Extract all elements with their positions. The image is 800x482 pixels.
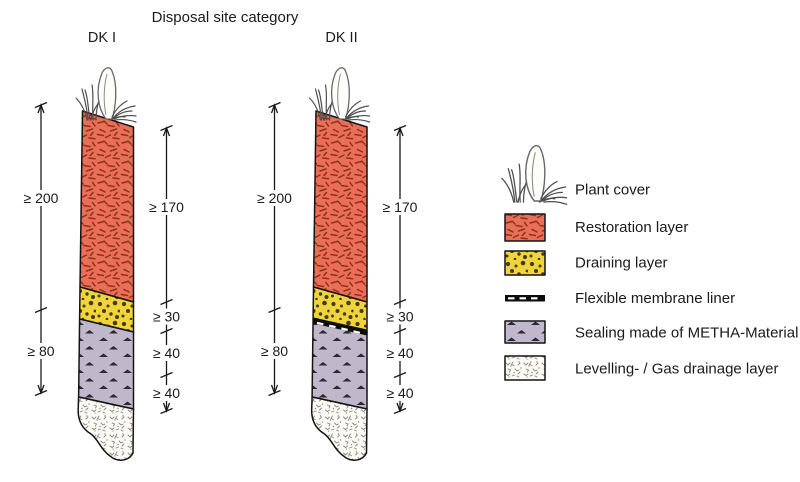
dim-label-bg: [255, 343, 294, 359]
legend-label: Restoration layer: [575, 219, 688, 236]
legend-row-restoration: Restoration layer: [504, 213, 688, 242]
dimension-label: ≥ 40: [153, 345, 180, 361]
column-dk1: DK I ≥ 200 ≥ 80 ≥ 170 ≥ 30: [18, 30, 190, 460]
dimension-label: ≥ 80: [261, 343, 288, 359]
dimension-label: ≥ 170: [149, 199, 184, 215]
legend-row-plant-cover: Plant cover: [501, 145, 650, 205]
column-dk2: DK II ≥ 200 ≥ 80 ≥ 170: [251, 30, 423, 460]
dimension-label: ≥ 40: [386, 385, 413, 401]
legend-row-membrane: Flexible membrane liner: [505, 290, 735, 307]
dimension-label: ≥ 80: [27, 343, 54, 359]
restoration-swatch: [504, 213, 546, 242]
legend-label: Sealing made of METHA-Material: [575, 325, 798, 342]
plant-cover-icon: [501, 145, 568, 205]
column-dk2-label: DK II: [325, 30, 357, 46]
legend-label: Draining layer: [575, 255, 668, 272]
dimension-label: ≥ 200: [257, 190, 292, 206]
dim-label-bg: [147, 345, 186, 361]
dim-label-bg: [22, 343, 60, 359]
dim-label-bg: [381, 345, 419, 361]
dim-label-bg: [147, 308, 186, 325]
dim-label-bg: [381, 308, 419, 325]
legend-label: Plant cover: [575, 182, 650, 199]
page-title: Disposal site category: [152, 9, 299, 26]
dimension-label: ≥ 40: [153, 385, 180, 401]
dimension-label: ≥ 200: [24, 190, 59, 206]
legend-label: Flexible membrane liner: [575, 290, 735, 307]
membrane-white-dashes: [316, 321, 365, 335]
legend: Plant cover Restoration layer Draining l…: [501, 145, 798, 381]
legend-row-sealing: Sealing made of METHA-Material: [504, 320, 798, 344]
legend-row-draining: Draining layer: [504, 250, 668, 276]
dim-label-bg: [143, 199, 190, 215]
dimension-label: ≥ 30: [386, 309, 413, 325]
dk1-right-dimension: ≥ 170 ≥ 30 ≥ 40 ≥ 40: [143, 124, 190, 415]
legend-label: Levelling- / Gas drainage layer: [575, 361, 778, 378]
dk1-left-dimension: ≥ 200 ≥ 80: [18, 101, 64, 397]
dim-label-bg: [381, 385, 419, 401]
dim-label-bg: [251, 190, 298, 206]
legend-row-levelling: Levelling- / Gas drainage layer: [504, 355, 778, 381]
dimension-label: ≥ 170: [383, 199, 418, 215]
sealing-swatch: [504, 320, 546, 344]
dimension-label: ≥ 30: [153, 309, 180, 325]
dk2-right-dimension: ≥ 170 ≥ 30 ≥ 40 ≥ 40: [377, 124, 423, 415]
dimension-label: ≥ 40: [386, 345, 413, 361]
dim-label-bg: [147, 385, 186, 401]
levelling-swatch: [504, 355, 546, 381]
dim-label-bg: [18, 190, 64, 206]
dk2-left-dimension: ≥ 200 ≥ 80: [251, 101, 298, 397]
dim-label-bg: [377, 199, 423, 215]
draining-swatch: [504, 250, 546, 276]
column-dk1-label: DK I: [88, 30, 116, 46]
